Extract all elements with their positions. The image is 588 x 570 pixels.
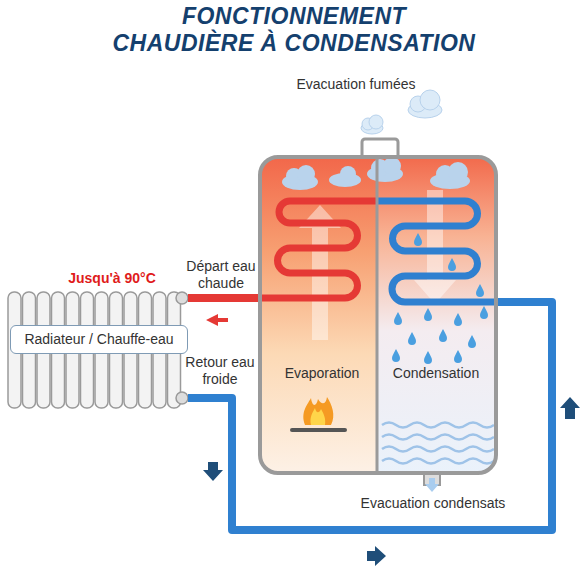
device-label: Radiateur / Chauffe-eau — [10, 325, 188, 354]
smoke-cloud — [361, 90, 442, 134]
boiler-body — [260, 157, 496, 473]
boiler-node: Evaporation Condensation — [258, 155, 498, 475]
condensate-drops — [392, 233, 488, 364]
flow-arrow — [203, 462, 223, 481]
pipe-label: Retour eau froide — [184, 354, 256, 388]
zone-label: Condensation — [382, 365, 490, 382]
title: FONCTIONNEMENT CHAUDIÈRE À CONDENSATION — [108, 3, 480, 57]
exhaust-label: Evacuation fumées — [286, 76, 426, 93]
hot-water-pipe — [188, 294, 258, 302]
temperature-label: Jusqu'à 90°C — [50, 270, 174, 287]
drain-label: Evacuation condensats — [350, 495, 516, 512]
divider — [376, 159, 379, 471]
flow-arrow — [367, 546, 386, 566]
zone-label: Evaporation — [272, 365, 372, 382]
radiator-node: Radiateur / Chauffe-eau — [4, 270, 188, 410]
radiator — [8, 292, 188, 408]
evaporation-coil — [262, 201, 377, 298]
condensation-coil — [377, 201, 494, 302]
pipe-label: Départ eau chaude — [186, 258, 256, 292]
burner-flame — [292, 397, 345, 430]
flow-arrow — [206, 314, 228, 326]
condensate-drain — [424, 473, 440, 492]
flow-arrow — [560, 397, 580, 419]
